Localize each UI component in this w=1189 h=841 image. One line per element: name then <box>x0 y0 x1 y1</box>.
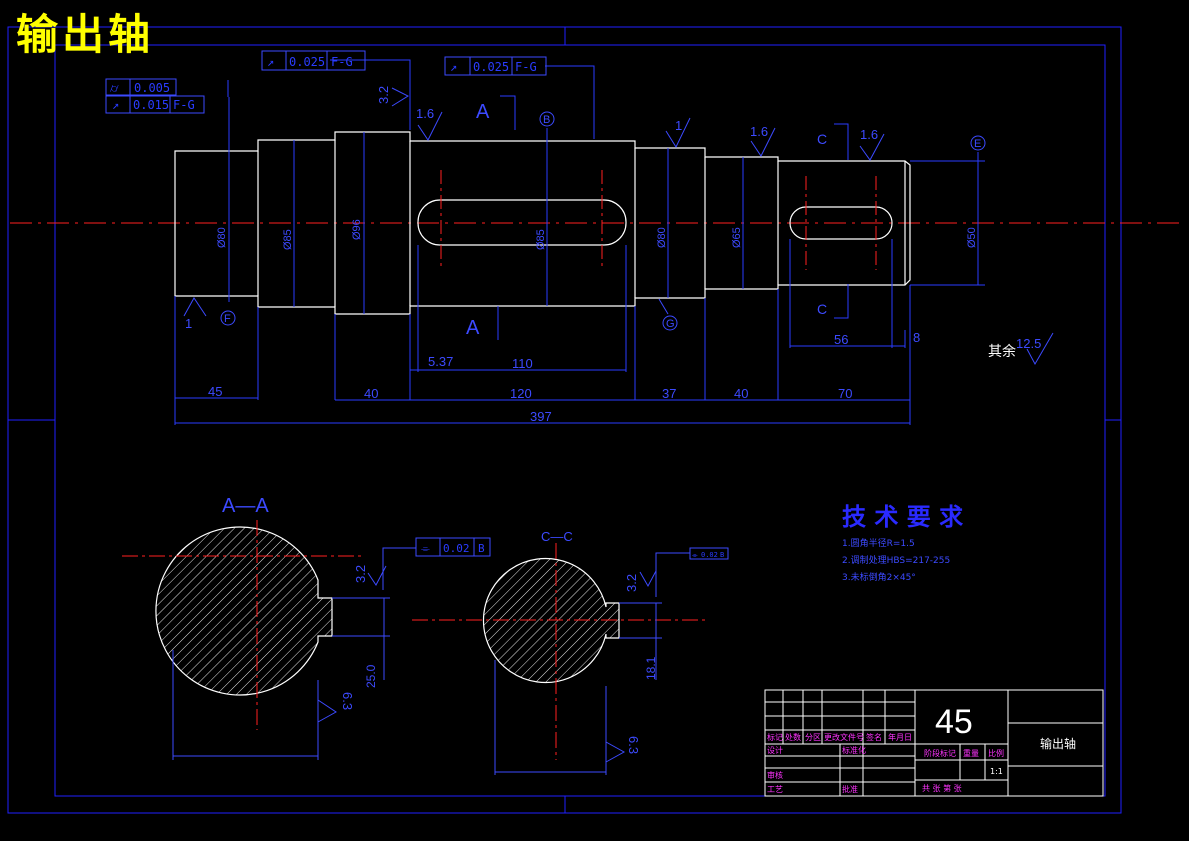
tol-left-bottom-datum: F-G <box>173 98 195 112</box>
tech-heading: 技 术 要 求 <box>842 503 963 531</box>
tol-right-value: 0.025 <box>473 60 509 74</box>
keyway-centers <box>440 170 877 270</box>
roughness-1-b: 1 <box>185 316 192 331</box>
datum-f: F <box>224 313 231 325</box>
roughness-other-value: 12.5 <box>1016 336 1041 351</box>
section-mark-a-bottom: A <box>466 317 480 339</box>
tolerance-frames <box>105 50 547 114</box>
sec-aa-tol-datum: B <box>478 542 485 555</box>
drawing-frame <box>7 26 1122 814</box>
dia-1: Ø80 <box>216 227 228 248</box>
tol-mid-datum: F-G <box>331 55 353 69</box>
sec-aa-tol-value: 0.02 <box>443 542 470 555</box>
title-block <box>764 689 1104 797</box>
sec-cc-depth: 18.1 <box>644 656 658 680</box>
tb-scale-value: 1:1 <box>990 767 1003 776</box>
section-mark-c-bottom: C <box>817 301 827 317</box>
tb-std: 标准化 <box>842 745 866 755</box>
roughness-1-6-a: 1.6 <box>416 106 434 121</box>
tol-left-top-symbol: ⌭ <box>110 81 119 95</box>
roughness-symbols <box>183 87 1054 366</box>
section-cc-title: C—C <box>541 529 573 544</box>
dim-40b: 40 <box>734 386 748 401</box>
dia-5: Ø80 <box>656 227 668 248</box>
sec-aa-roughness-63: 6.3 <box>340 692 355 710</box>
dia-2: Ø85 <box>282 229 294 250</box>
sec-cc-roughness-32: 3.2 <box>624 574 639 592</box>
tb-rev-1: 标记 <box>767 732 783 742</box>
dim-8: 8 <box>913 330 920 345</box>
tb-stage: 阶段标记 <box>924 748 956 758</box>
dim-397: 397 <box>530 409 552 424</box>
tb-design: 设计 <box>767 745 783 755</box>
roughness-3-2: 3.2 <box>376 86 391 104</box>
section-aa-profile <box>155 526 333 696</box>
tb-rev-5: 签名 <box>866 732 882 742</box>
dim-45: 45 <box>208 384 222 399</box>
dia-6: Ø65 <box>731 227 743 248</box>
datum-e: E <box>974 138 981 150</box>
tech-item-3: 3.未标倒角2×45° <box>842 571 916 583</box>
section-aa-dims <box>172 537 491 760</box>
roughness-1-a: 1 <box>675 118 682 133</box>
dim-40a: 40 <box>364 386 378 401</box>
datum-b: B <box>543 114 550 126</box>
datum-circles <box>220 111 986 331</box>
roughness-1-6-b: 1.6 <box>750 124 768 139</box>
datum-g: G <box>666 318 675 330</box>
roughness-other-label: 其余 <box>988 343 1016 360</box>
drawing-title: 输出轴 <box>16 10 155 59</box>
section-aa-title: A—A <box>222 495 269 517</box>
dia-4: Ø85 <box>535 229 547 250</box>
tb-rev-4: 更改文件号 <box>824 732 864 742</box>
sec-aa-roughness-32: 3.2 <box>353 565 368 583</box>
sec-cc-tol-symbol: ⌯ <box>692 551 698 559</box>
sec-cc-tol-datum: B <box>720 551 724 559</box>
dim-5-37: 5.37 <box>428 354 453 369</box>
tb-check: 审核 <box>767 770 783 780</box>
dim-70: 70 <box>838 386 852 401</box>
tol-left-top-value: 0.005 <box>134 81 170 95</box>
tb-sheets: 共 张 第 张 <box>922 783 962 793</box>
dim-110: 110 <box>512 356 533 371</box>
dim-120: 120 <box>510 386 532 401</box>
tb-rev-3: 分区 <box>805 733 821 742</box>
tol-left-bottom-value: 0.015 <box>133 98 169 112</box>
sec-cc-tol-value: 0.02 <box>701 551 718 559</box>
dimension-lines <box>174 59 985 425</box>
sec-aa-tol-symbol: ⌯ <box>421 542 430 555</box>
tol-mid-value: 0.025 <box>289 55 325 69</box>
roughness-1-6-c: 1.6 <box>860 127 878 142</box>
tol-right-symbol: ↗ <box>450 60 457 74</box>
sec-cc-roughness-63: 6.3 <box>626 736 641 754</box>
section-mark-a-top: A <box>476 101 490 123</box>
tb-craft: 工艺 <box>767 785 783 794</box>
dia-7: Ø50 <box>966 227 978 248</box>
section-cc-dims <box>494 547 729 775</box>
tech-item-2: 2.调制处理HBS=217-255 <box>842 554 950 566</box>
sec-aa-depth: 25.0 <box>364 664 378 688</box>
tech-item-1: 1.圆角半径R=1.5 <box>842 537 915 549</box>
tb-scale: 比例 <box>988 748 1004 758</box>
tb-approve: 批准 <box>842 784 858 794</box>
dim-37: 37 <box>662 386 676 401</box>
dim-56: 56 <box>834 332 848 347</box>
tol-left-bottom-symbol: ↗ <box>112 98 119 112</box>
tb-rev-6: 年月日 <box>888 732 912 742</box>
tb-rev-2: 处数 <box>785 732 801 742</box>
tb-part-name: 输出轴 <box>1040 736 1076 751</box>
shaft-outline <box>174 131 911 315</box>
section-mark-c-top: C <box>817 131 827 147</box>
dia-3: Ø96 <box>351 219 363 240</box>
tol-right-datum: F-G <box>515 60 537 74</box>
tb-weight: 重量 <box>963 748 979 758</box>
tb-material: 45 <box>935 703 973 741</box>
tol-mid-symbol: ↗ <box>267 55 274 69</box>
